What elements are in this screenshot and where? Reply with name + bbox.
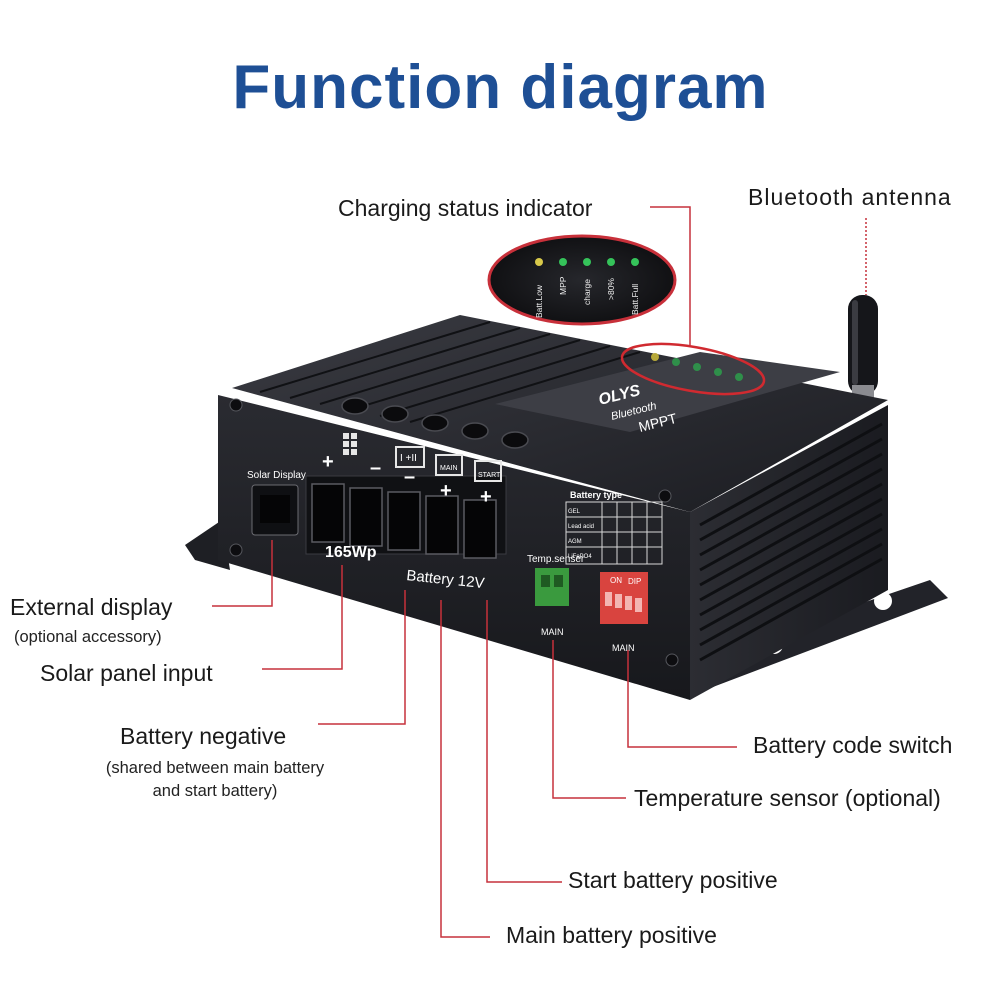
terminal-block	[305, 475, 507, 559]
external-display-note: (optional accessory)	[14, 628, 162, 646]
battery-type-lead-acid: Lead acid	[568, 524, 594, 530]
svg-text:–: –	[370, 457, 381, 479]
screw-icon	[665, 653, 679, 667]
battery-type-header: Battery type	[570, 490, 622, 500]
led-label-batt-full: Batt.Full	[630, 284, 640, 315]
leader-battery-negative	[318, 590, 406, 725]
leader-start-positive	[486, 600, 562, 883]
charging-status-label: Charging status indicator	[338, 195, 593, 221]
solar-display-text: Solar Display	[247, 470, 306, 481]
label-plate	[495, 352, 840, 432]
led-label-80: >80%	[606, 278, 616, 300]
port-main-text: MAIN	[440, 465, 458, 472]
led-label-charge: charge	[582, 279, 592, 305]
dip-label-text: DIP	[628, 577, 641, 586]
page-title: Function diagram	[232, 53, 769, 122]
solar-rating-text: 165Wp	[325, 544, 377, 561]
screw-icon	[229, 543, 243, 557]
battery-type-table	[565, 501, 663, 565]
leader-main-positive	[440, 600, 490, 938]
main-text-2: MAIN	[612, 643, 635, 653]
start-battery-positive-label: Start battery positive	[568, 867, 778, 893]
charging-status-zoom: Batt.Low MPP charge >80% Batt.Full	[487, 234, 677, 326]
battery-negative-label: Battery negative	[120, 723, 287, 749]
main-battery-positive-label: Main battery positive	[506, 922, 717, 948]
status-leds	[651, 353, 743, 381]
temp-sensor-text: Temp.senser	[527, 554, 585, 565]
leader-battery-code	[627, 650, 737, 748]
battery-negative-note-2: and start battery)	[152, 782, 278, 800]
battery-type-lifepo4: LiFePO4	[568, 554, 592, 560]
svg-text:+: +	[322, 451, 334, 473]
screw-icon	[658, 489, 672, 503]
battery-negative-note-1: (shared between main battery	[105, 759, 325, 777]
svg-text:–: –	[404, 466, 415, 488]
temp-sensor-connector	[535, 568, 569, 606]
bluetooth-antenna-label: Bluetooth antenna	[748, 184, 952, 210]
leader-external-display	[212, 540, 273, 607]
main-text-1: MAIN	[541, 627, 564, 637]
flange-hole-right	[874, 592, 892, 610]
temperature-sensor-label: Temperature sensor (optional)	[634, 785, 941, 811]
battery-type-agm: AGM	[568, 539, 582, 545]
leader-solar-input	[262, 565, 343, 670]
svg-text:+: +	[480, 486, 492, 508]
led-label-batt-low: Batt.Low	[534, 284, 544, 318]
battery-type-gel: GEL	[568, 509, 581, 515]
leader-temp-sensor	[552, 640, 626, 799]
external-display-label: External display	[10, 594, 173, 620]
port-i-ii-text: I +II	[400, 453, 417, 464]
led-label-mpp: MPP	[558, 276, 568, 295]
battery-code-switch-label: Battery code switch	[753, 732, 953, 758]
screw-icon	[229, 398, 243, 412]
leader-charging-status	[650, 206, 691, 345]
led-highlight-ring	[620, 342, 766, 396]
svg-text:+: +	[440, 480, 452, 502]
solar-input-label: Solar panel input	[40, 660, 213, 686]
dip-on-text: ON	[610, 576, 622, 585]
port-start-text: START	[478, 472, 501, 479]
